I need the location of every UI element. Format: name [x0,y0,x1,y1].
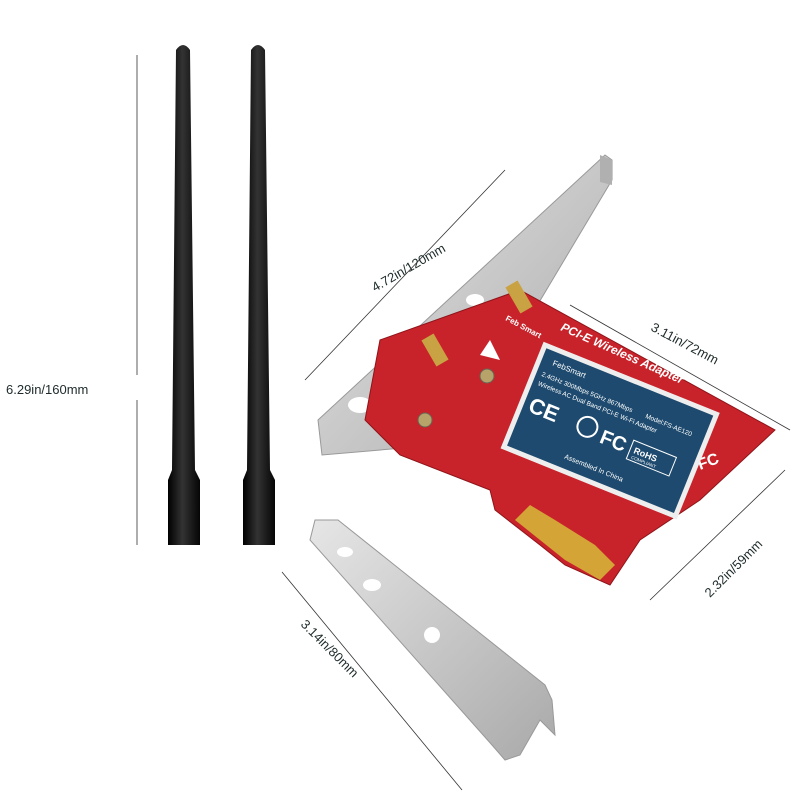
bracket-length-label: 4.72in/120mm [369,240,448,294]
dimension-antenna-height: 6.29in/160mm [6,55,138,545]
antenna-left [168,45,200,545]
card-width-label: 3.11in/72mm [649,319,722,367]
warning-icon [576,415,599,438]
low-profile-bracket [309,519,556,761]
card-height-label: 2.32in/59mm [702,536,766,600]
gold-contacts [515,505,615,580]
antenna-height-label: 6.29in/160mm [6,382,88,397]
low-profile-label: 3.14in/80mm [298,617,362,681]
antenna-right [243,45,275,545]
